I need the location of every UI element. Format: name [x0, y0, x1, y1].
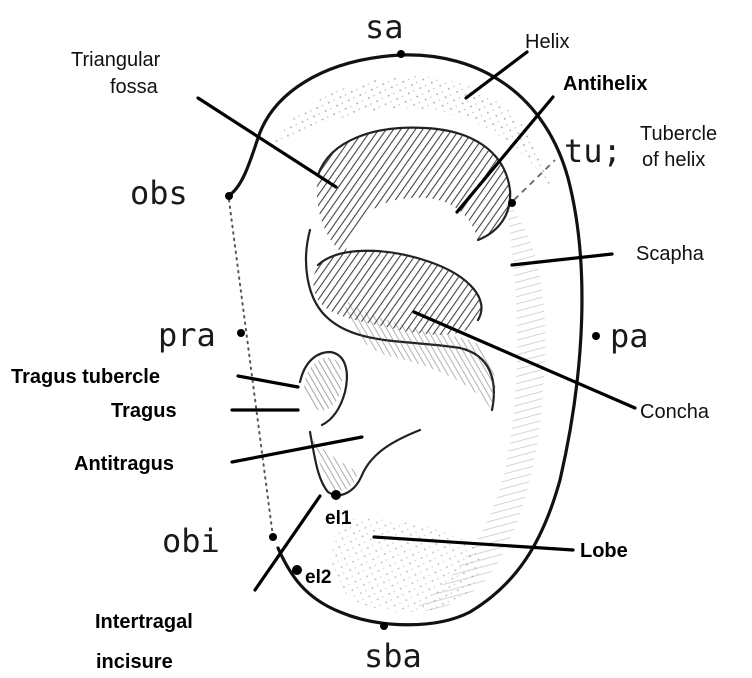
label-intertragal-1: Intertragal — [95, 611, 193, 633]
concha-shading — [314, 251, 482, 335]
point-obs — [225, 192, 233, 200]
antitragus-shading — [312, 440, 358, 491]
label-scapha: Scapha — [636, 243, 705, 265]
label-antihelix: Antihelix — [563, 73, 647, 95]
triangular-fossa-shading — [317, 128, 510, 255]
code-pa: pa — [610, 317, 649, 355]
code-obi: obi — [162, 522, 220, 560]
point-sba — [380, 622, 388, 630]
label-intertragal-2: incisure — [96, 651, 173, 673]
label-tragus: Tragus — [111, 400, 177, 422]
point-el2 — [292, 565, 302, 575]
tragus-shading — [304, 358, 342, 411]
point-tu — [508, 199, 516, 207]
point-pra — [237, 329, 245, 337]
code-sa: sa — [365, 8, 404, 46]
lobe-stipple — [330, 519, 480, 612]
label-concha: Concha — [640, 401, 710, 423]
label-triangular-fossa-1: Triangular — [71, 49, 161, 71]
leader-helix — [466, 52, 527, 98]
code-tu: tu; — [564, 132, 622, 170]
code-obs: obs — [130, 174, 188, 212]
label-helix: Helix — [525, 31, 569, 53]
point-el1 — [331, 490, 341, 500]
label-lobe: Lobe — [580, 540, 628, 562]
point-pa — [592, 332, 600, 340]
code-el1: el1 — [325, 508, 352, 529]
code-sba: sba — [364, 637, 422, 675]
point-sa — [397, 50, 405, 58]
point-obi — [269, 533, 277, 541]
leader-antitragus — [232, 437, 362, 462]
leader-tragus-tubercle — [238, 376, 298, 387]
label-tubercle-1: Tubercle — [640, 123, 717, 145]
obs-obi-dotted-line — [229, 200, 273, 537]
label-antitragus: Antitragus — [74, 453, 174, 475]
label-tragus-tubercle: Tragus tubercle — [11, 366, 160, 388]
label-triangular-fossa-2: fossa — [110, 76, 159, 98]
code-pra: pra — [158, 316, 216, 354]
code-el2: el2 — [305, 567, 331, 588]
label-tubercle-2: of helix — [642, 149, 705, 171]
